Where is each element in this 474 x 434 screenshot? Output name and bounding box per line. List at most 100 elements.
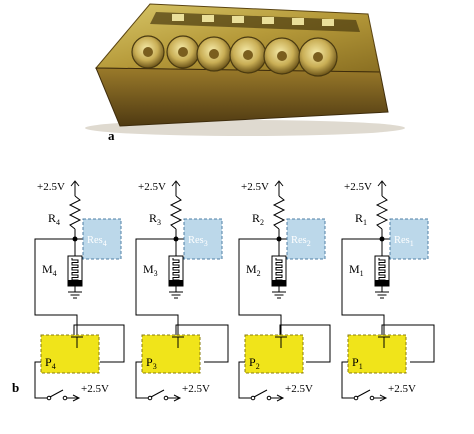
resistor-label-text: R xyxy=(355,211,363,225)
supply-arrow xyxy=(377,180,387,187)
memristor-label: M1 xyxy=(349,262,364,278)
feedback-wire xyxy=(135,238,179,335)
resistor-label-text: R xyxy=(149,211,157,225)
feedback-wire xyxy=(238,238,282,335)
switch-contact-right xyxy=(62,395,68,401)
switch-blade xyxy=(150,389,165,398)
p-label-text: P xyxy=(249,355,256,369)
p-block xyxy=(347,334,407,374)
switch-arrow xyxy=(276,394,285,402)
res-label-text: Res xyxy=(87,235,103,246)
display-window xyxy=(232,16,244,23)
res-label-text: Res xyxy=(188,235,204,246)
switch-contact-right xyxy=(266,395,272,401)
switch-arrow xyxy=(173,394,182,402)
res-label-subscript: 1 xyxy=(410,239,414,248)
memristor-label: M2 xyxy=(246,262,261,278)
switch-supply-label: +2.5V xyxy=(81,383,109,395)
res-label: Res4 xyxy=(87,235,107,248)
switch-supply-label: +2.5V xyxy=(388,383,416,395)
switch-contact-left xyxy=(147,395,153,401)
p-label-subscript: 4 xyxy=(52,362,56,371)
res-label: Res1 xyxy=(394,235,414,248)
supply-label: +2.5V xyxy=(138,181,166,193)
dial-wheel xyxy=(166,35,200,69)
p-label-text: P xyxy=(45,355,52,369)
display-window xyxy=(322,19,334,26)
switch-contact-left xyxy=(46,395,52,401)
res-label: Res3 xyxy=(188,235,208,248)
display-window xyxy=(262,17,274,24)
dial-wheels xyxy=(131,35,338,77)
dial-wheel xyxy=(131,35,165,69)
switch-blade xyxy=(49,389,64,398)
res-label-text: Res xyxy=(291,235,307,246)
switch-supply-label: +2.5V xyxy=(285,383,313,395)
memristor-label-subscript: 3 xyxy=(154,269,158,278)
p-label-text: P xyxy=(146,355,153,369)
p-label: P1 xyxy=(352,355,363,371)
supply-arrow xyxy=(171,180,181,187)
res-label-subscript: 2 xyxy=(307,239,311,248)
memristor-label-text: M xyxy=(42,262,53,276)
supply-arrow xyxy=(274,180,284,187)
memristor-label-subscript: 1 xyxy=(360,269,364,278)
resistor-label-subscript: 4 xyxy=(56,218,60,227)
p-block xyxy=(244,334,304,374)
memristor-label-subscript: 2 xyxy=(257,269,261,278)
res-box xyxy=(389,218,429,260)
panel-b-label: b xyxy=(12,380,19,395)
resistor-label-subscript: 3 xyxy=(157,218,161,227)
supply-arrow xyxy=(70,180,80,187)
supply-label: +2.5V xyxy=(37,181,65,193)
resistor xyxy=(375,195,389,230)
switch-supply-label: +2.5V xyxy=(182,383,210,395)
switch-wire xyxy=(238,361,251,399)
panel-a-label: a xyxy=(108,128,115,143)
p-label: P2 xyxy=(249,355,260,371)
feedback-wire xyxy=(341,238,385,335)
p-label: P4 xyxy=(45,355,56,371)
p-label-subscript: 2 xyxy=(256,362,260,371)
p-label-subscript: 1 xyxy=(359,362,363,371)
resistor xyxy=(68,195,82,230)
display-windows xyxy=(172,14,334,26)
dial-wheel xyxy=(298,37,338,77)
memristor-label: M4 xyxy=(42,262,57,278)
supply-label: +2.5V xyxy=(241,181,269,193)
switch-wire xyxy=(34,361,47,399)
res-box xyxy=(183,218,223,260)
resistor-label-text: R xyxy=(48,211,56,225)
switch-arrow xyxy=(379,394,388,402)
switch-arrow xyxy=(72,394,81,402)
res-box xyxy=(82,218,122,260)
memristor-pattern xyxy=(71,258,79,283)
switch-blade xyxy=(356,389,371,398)
box-side xyxy=(368,14,388,112)
memristor-label-text: M xyxy=(143,262,154,276)
dial-wheel xyxy=(229,36,267,74)
switch-contact-left xyxy=(250,395,256,401)
res-label-subscript: 3 xyxy=(204,239,208,248)
p-label-subscript: 3 xyxy=(153,362,157,371)
dial-wheel xyxy=(263,37,301,75)
memristor-pattern xyxy=(378,258,386,283)
p-label-text: P xyxy=(352,355,359,369)
circuit-diagram: +2.5VR4Res4M4P4+2.5V+2.5VR3Res3M3P3+2.5V… xyxy=(34,180,435,402)
pascaline-photo xyxy=(85,3,405,136)
memristor-label-text: M xyxy=(246,262,257,276)
switch-contact-left xyxy=(353,395,359,401)
memristor-band xyxy=(375,280,389,286)
box-front xyxy=(95,67,389,127)
resistor-label: R2 xyxy=(252,211,264,227)
resistor-label-subscript: 2 xyxy=(260,218,264,227)
memristor-pattern xyxy=(172,258,180,283)
p-block xyxy=(141,334,201,374)
memristor-pattern xyxy=(275,258,283,283)
memristor-band xyxy=(169,280,183,286)
supply-label: +2.5V xyxy=(344,181,372,193)
